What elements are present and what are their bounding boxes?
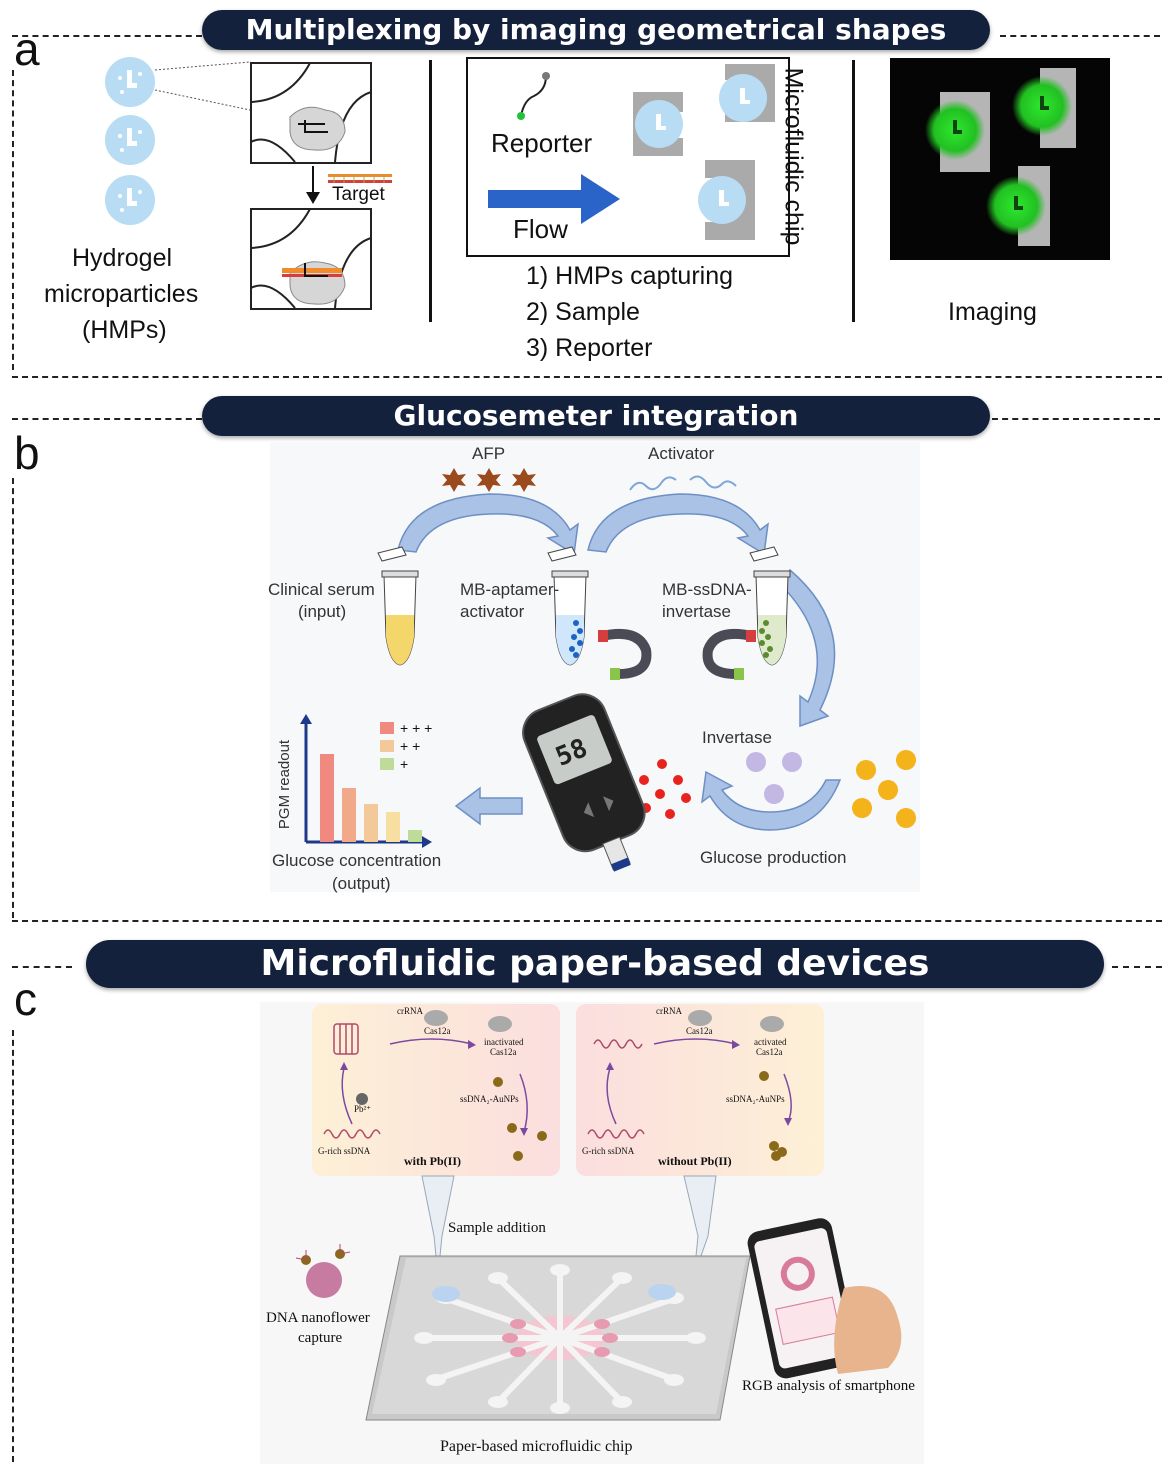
smartphone — [747, 1218, 902, 1379]
legend-low: + — [400, 756, 409, 772]
separator-1 — [429, 60, 432, 322]
without-pb-diagram — [587, 1010, 792, 1161]
afp-label: AFP — [472, 444, 506, 463]
legend-mid: + + — [400, 738, 421, 754]
pb-label: Pb²⁺ — [354, 1104, 371, 1114]
panel-c-letter: c — [14, 973, 37, 1025]
pgm-bar — [342, 788, 356, 842]
imaging-label: Imaging — [948, 298, 1037, 326]
rgb-analysis-label: RGB analysis of smartphone — [742, 1378, 915, 1394]
afp-molecules — [442, 468, 536, 492]
hydrogel-zoom-box-after — [250, 208, 372, 310]
step-2: 2) Sample — [526, 298, 640, 326]
mb-ssdna-label-2: invertase — [662, 602, 731, 621]
glucose-conc-label-2: (output) — [332, 874, 391, 893]
invertase-label: Invertase — [702, 728, 772, 747]
inactivated-label-2: Cas12a — [490, 1047, 517, 1057]
reporter-label: Reporter — [491, 128, 593, 158]
with-pb-diagram — [323, 1010, 547, 1161]
nanoflower-label-2: capture — [298, 1330, 343, 1346]
pgm-bar — [386, 812, 400, 842]
pgm-bar — [408, 830, 422, 842]
with-pb-box — [312, 1004, 560, 1176]
mb-aptamer-label-2: activator — [460, 602, 525, 621]
glucose-molecules — [852, 750, 916, 828]
microfluidic-chip-label: Microfluidic chip — [779, 67, 808, 246]
target-dna — [328, 174, 392, 183]
step-1: 1) HMPs capturing — [526, 262, 734, 290]
cas12a-label-2: Cas12a — [686, 1026, 713, 1036]
chip-traps — [633, 64, 775, 240]
serum-label-1: Clinical serum — [268, 580, 375, 599]
output-arrow — [454, 786, 523, 826]
microfluidic-chip-box — [466, 57, 790, 257]
dna-nanoflower — [295, 1244, 351, 1298]
hmp-label-1: Hydrogel — [72, 244, 173, 272]
target-label: Target — [332, 184, 385, 205]
reporter-probe — [517, 72, 550, 120]
without-pb-label: without Pb(II) — [658, 1154, 732, 1168]
paper-chip — [365, 1255, 751, 1421]
down-arrow — [306, 166, 320, 204]
glucose-conc-label-1: Glucose concentration — [272, 851, 442, 870]
with-pb-label: with Pb(II) — [404, 1154, 462, 1168]
g-rich-label-2: G-rich ssDNA — [582, 1146, 635, 1156]
hmp-particles — [105, 57, 155, 225]
tube-aptamer — [547, 546, 589, 666]
inactivated-label-1: inactivated — [484, 1037, 524, 1047]
invertase-molecules — [746, 752, 802, 804]
crrna-label-1: crRNA — [397, 1006, 423, 1016]
serum-label-2: (input) — [298, 602, 347, 621]
glucose-production-label: Glucose production — [700, 848, 847, 867]
magnet-1 — [598, 628, 652, 680]
step-3: 3) Reporter — [526, 334, 653, 362]
mb-aptamer-label-1: MB-aptamer- — [460, 580, 560, 599]
tube-ssdna — [749, 546, 791, 666]
flow-arrow — [488, 174, 620, 224]
magnet-2 — [702, 628, 756, 680]
imaging-panel — [890, 58, 1110, 260]
pgm-bar — [320, 754, 334, 842]
crrna-label-2: crRNA — [656, 1006, 682, 1016]
panel-a-letter: a — [14, 23, 40, 75]
legend-swatches — [380, 722, 394, 770]
process-arrows — [397, 493, 842, 831]
hmp-label-3: (HMPs) — [82, 316, 167, 344]
ssdna-aunps-label-1: ssDNA₂-AuNPs — [460, 1094, 519, 1104]
sample-addition-label: Sample addition — [448, 1220, 546, 1236]
flow-label: Flow — [513, 214, 568, 244]
activated-label-2: Cas12a — [756, 1047, 783, 1057]
panel-b-banner: Glucosemeter integration — [202, 396, 990, 436]
zoom-lines — [154, 61, 251, 111]
activator-strands — [629, 475, 737, 491]
ssdna-aunps-label-2: ssDNA₂-AuNPs — [726, 1094, 785, 1104]
hmp-label-2: microparticles — [44, 280, 199, 308]
activated-label-1: activated — [754, 1037, 787, 1047]
hydrogel-zoom-box-before — [250, 62, 372, 164]
panel-a-banner: Multiplexing by imaging geometrical shap… — [202, 10, 990, 50]
panel-b-letter: b — [14, 427, 40, 479]
panel-c-banner: Microfluidic paper-based devices — [86, 940, 1104, 988]
pgm-bar-chart — [300, 714, 432, 848]
pgm-bar — [364, 804, 378, 842]
tube-serum — [377, 546, 419, 666]
g-rich-label-1: G-rich ssDNA — [318, 1146, 371, 1156]
nanoflower-label-1: DNA nanoflower — [266, 1310, 370, 1326]
legend-high: + + + — [400, 720, 433, 736]
activator-label: Activator — [648, 444, 715, 463]
glucose-meter — [522, 693, 646, 872]
mb-ssdna-label-1: MB-ssDNA- — [662, 580, 752, 599]
separator-2 — [852, 60, 855, 322]
paper-chip-label: Paper-based microfluidic chip — [440, 1438, 633, 1455]
cas12a-label-1: Cas12a — [424, 1026, 451, 1036]
pgm-readout-label: PGM readout — [276, 739, 294, 830]
